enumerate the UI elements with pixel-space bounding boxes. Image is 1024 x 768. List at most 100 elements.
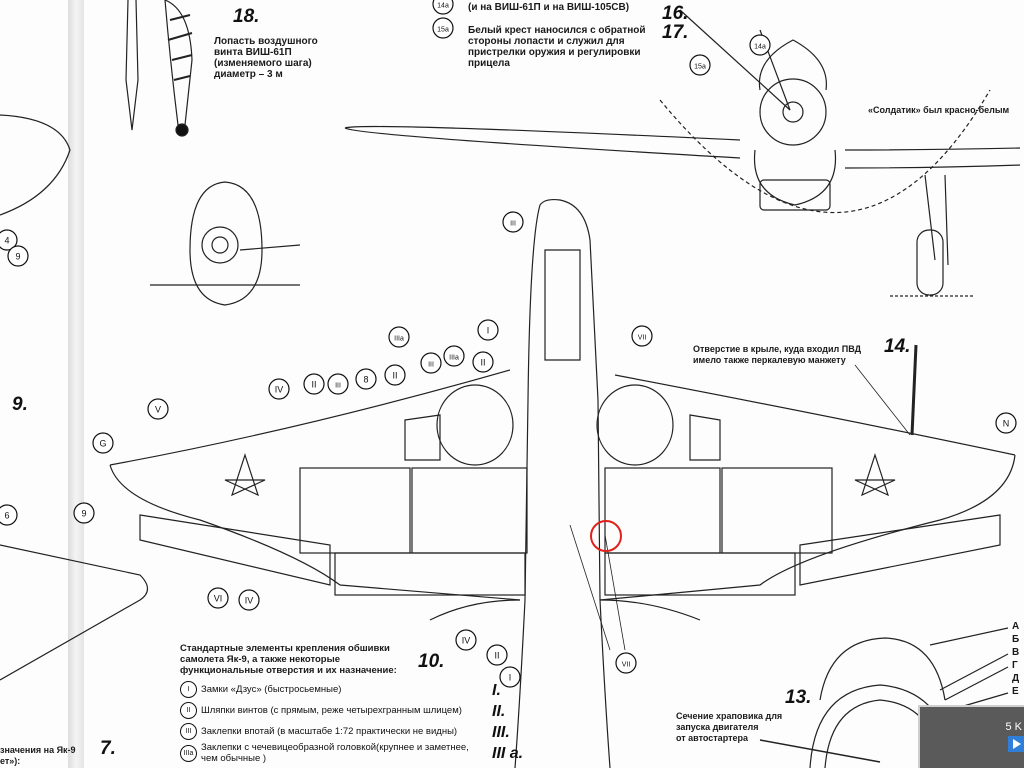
- svg-text:8: 8: [363, 375, 368, 385]
- svg-text:G: G: [99, 439, 106, 449]
- roman-label: I.: [492, 682, 501, 699]
- svg-text:4: 4: [4, 236, 9, 246]
- svg-text:II: II: [494, 651, 499, 661]
- callout-III: III: [502, 211, 524, 233]
- section-13-text: Сечение храповика для запуска двигателя …: [676, 711, 782, 744]
- section-14a-note: (и на ВИШ-61П и на ВИШ-105СВ): [468, 2, 630, 13]
- top-view-aircraft: [109, 198, 1016, 768]
- section-18-number: 18.: [233, 6, 260, 27]
- text-line: самолета Як-9, а также некоторые: [180, 654, 340, 665]
- svg-text:15a: 15a: [694, 64, 706, 71]
- letter-label: В: [1012, 647, 1020, 658]
- section-13-number: 13.: [785, 687, 812, 708]
- svg-text:VII: VII: [622, 662, 631, 669]
- svg-text:IIIa: IIIa: [449, 355, 459, 362]
- svg-text:I: I: [509, 673, 512, 683]
- svg-text:VI: VI: [214, 594, 223, 604]
- letter-label: Е: [1012, 686, 1019, 697]
- callout-15a: 15a: [432, 17, 454, 39]
- legend-marker: IIIa: [180, 744, 197, 762]
- callout-IV: IV: [455, 629, 477, 651]
- callout-9: 9: [73, 502, 95, 524]
- text-line: Сечение храповика для: [676, 711, 783, 721]
- callout-8: 8: [355, 368, 377, 390]
- section-10-number: 10.: [418, 651, 445, 672]
- callout-IV: IV: [238, 589, 260, 611]
- media-popup-window[interactable]: 5 K: [918, 705, 1024, 768]
- svg-text:I: I: [487, 326, 490, 336]
- callout-VII: VII: [615, 652, 637, 674]
- svg-text:IV: IV: [462, 636, 471, 646]
- text-line: Отверстие в крыле, куда входил ПВД: [693, 344, 862, 354]
- callout-9: 9: [7, 245, 29, 267]
- text-line: диаметр – 3 м: [214, 69, 283, 80]
- roman-label: III a.: [492, 745, 524, 762]
- section-9-number: 9.: [12, 394, 28, 415]
- svg-text:IV: IV: [245, 596, 254, 606]
- section-10-title: Стандартные элементы крепления обшивки с…: [180, 643, 397, 676]
- callout-15a: 15a: [689, 54, 711, 76]
- section-15a-note: Белый крест наносился с обратной стороны…: [468, 25, 646, 69]
- callout-VI: VI: [207, 587, 229, 609]
- letter-label: Д: [1012, 673, 1020, 684]
- text-line: Белый крест наносился с обратной: [468, 25, 646, 36]
- roman-label: III.: [492, 724, 510, 741]
- page-fold-shadow: [68, 0, 84, 768]
- text-line: Стандартные элементы крепления обшивки: [180, 643, 390, 654]
- svg-text:N: N: [1003, 419, 1010, 429]
- soldatik-note: «Солдатик» был красно-белым: [868, 105, 1010, 115]
- svg-text:15a: 15a: [437, 27, 449, 34]
- svg-text:9: 9: [81, 509, 86, 519]
- front-view-drawing: [344, 9, 1021, 297]
- callout-IIIa: IIIa: [388, 326, 410, 348]
- svg-text:II: II: [480, 358, 485, 368]
- section-13-letters: А Б В Г Д Е: [1012, 620, 1019, 698]
- section-17-number: 17.: [662, 22, 689, 43]
- legend-item: II Шляпки винтов (с прямым, реже четырехг…: [180, 702, 462, 719]
- svg-text:III: III: [510, 221, 516, 228]
- legend-marker: III: [180, 723, 197, 740]
- callout-14a: 14a: [432, 0, 454, 15]
- legend-text: Шляпки винтов (с прямым, реже четырехгра…: [201, 705, 462, 716]
- highlight-circle: [590, 520, 622, 552]
- legend-item: I Замки «Дзус» (быстросьемные): [180, 681, 341, 698]
- text-line: от автостартера: [676, 733, 748, 743]
- letter-label: Г: [1012, 660, 1018, 671]
- svg-text:IIIa: IIIa: [394, 336, 404, 343]
- svg-text:IV: IV: [275, 385, 284, 395]
- legend-marker: II: [180, 702, 197, 719]
- text-line: имело также перкалевую манжету: [693, 355, 846, 365]
- callout-VII: VII: [631, 325, 653, 347]
- roman-label: II.: [492, 703, 506, 720]
- callout-II: II: [472, 351, 494, 373]
- text-line: Лопасть воздушного: [214, 36, 318, 47]
- section-16-number: 16.: [662, 3, 689, 24]
- svg-text:14a: 14a: [437, 3, 449, 10]
- text-line: значения на Як-9: [0, 745, 76, 755]
- callout-II: II: [303, 373, 325, 395]
- text-line: запуска двигателя: [676, 722, 759, 732]
- section-14-text: Отверстие в крыле, куда входил ПВД имело…: [693, 344, 861, 366]
- text-line: стороны лопасти и служил для: [468, 36, 625, 47]
- callout-N: N: [995, 412, 1017, 434]
- legend-text: Заклепки с чечевицеобразной головкой(кру…: [201, 742, 469, 764]
- letter-label: Б: [1012, 634, 1020, 645]
- play-icon[interactable]: [1008, 736, 1024, 752]
- svg-text:III: III: [428, 362, 434, 369]
- svg-text:II: II: [311, 380, 316, 390]
- text-line: винта ВИШ-61П: [214, 47, 292, 58]
- svg-text:II: II: [392, 371, 397, 381]
- svg-text:9: 9: [15, 252, 20, 262]
- svg-text:VII: VII: [638, 335, 647, 342]
- text-line: (изменяемого шага): [214, 58, 312, 69]
- text-line: функциональные отверстия и их назначение…: [180, 665, 397, 676]
- legend-marker: I: [180, 681, 197, 698]
- callout-V: V: [147, 398, 169, 420]
- callout-G: G: [92, 432, 114, 454]
- text-line: прицела: [468, 58, 510, 69]
- legend-text: Замки «Дзус» (быстросьемные): [201, 684, 342, 695]
- spinner-section-drawing: [150, 181, 301, 306]
- letter-label: А: [1012, 621, 1020, 632]
